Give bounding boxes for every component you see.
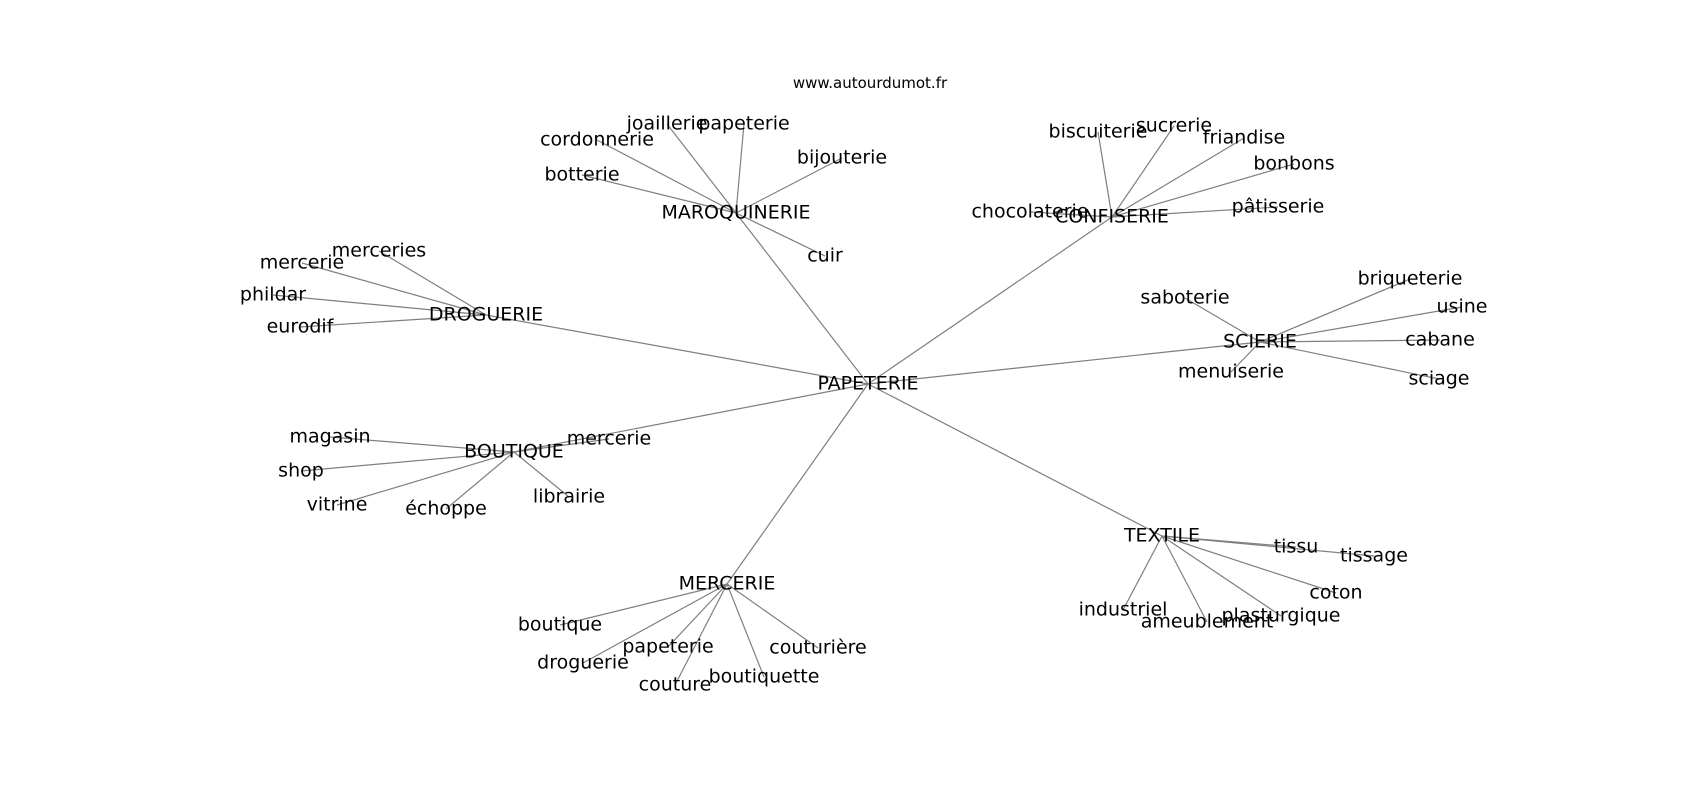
hub-node-boutique-hub: BOUTIQUE [464, 441, 564, 463]
hub-node-textile: TEXTILE [1123, 525, 1200, 547]
edge-papeterie-center-maroquinerie [735, 212, 869, 385]
leaf-node-joaillerie: joaillerie [626, 113, 708, 135]
edge-droguerie-phildar [272, 294, 487, 316]
edge-textile-industriel [1122, 535, 1163, 611]
leaf-node-botterie: botterie [544, 164, 619, 186]
edge-boutique-hub-magasin [329, 436, 515, 453]
edge-boutique-hub-vitrine [336, 451, 515, 506]
leaf-node-chocolaterie: chocolaterie [971, 201, 1088, 223]
leaf-node-mercerie-bout: mercerie [567, 428, 652, 450]
leaf-node-merceries: merceries [332, 240, 426, 262]
edge-maroquinerie-bijouterie [735, 157, 843, 214]
leaf-node-biscuiterie: biscuiterie [1049, 121, 1148, 143]
leaf-node-echoppe: échoppe [405, 498, 487, 520]
leaf-node-briqueterie: briqueterie [1358, 268, 1463, 290]
leaf-node-cabane: cabane [1405, 329, 1475, 351]
leaf-node-shop: shop [278, 460, 324, 482]
leaf-node-usine: usine [1437, 296, 1488, 318]
leaf-node-industriel: industriel [1079, 599, 1168, 621]
edge-scierie-saboterie [1184, 297, 1261, 343]
leaf-node-bijouterie: bijouterie [797, 147, 887, 169]
leaf-node-friandise: friandise [1203, 127, 1285, 149]
hub-node-papeterie-center: PAPETERIE [817, 373, 918, 395]
leaf-node-couturiere: couturière [769, 637, 866, 659]
leaf-node-saboterie: saboterie [1140, 287, 1229, 309]
leaf-node-eurodif: eurodif [267, 316, 335, 338]
edge-mercerie-hub-papeterie-merc [667, 583, 728, 648]
edge-droguerie-merceries [378, 250, 487, 316]
hub-node-droguerie: DROGUERIE [429, 304, 543, 326]
leaf-node-mercerie-drog: mercerie [260, 252, 345, 274]
edge-boutique-hub-librairie [513, 451, 570, 498]
leaf-node-papeterie-leaf: papeterie [698, 113, 789, 135]
leaf-node-boutique-leaf: boutique [518, 614, 602, 636]
hub-node-confiserie: CONFISERIE [1055, 206, 1169, 228]
leaf-node-bonbons: bonbons [1253, 153, 1334, 175]
edge-boutique-hub-mercerie-bout [513, 438, 610, 453]
leaf-node-tissage: tissage [1340, 545, 1408, 567]
leaf-node-coton: coton [1309, 582, 1362, 604]
edge-textile-coton [1161, 535, 1337, 594]
edge-textile-ameublement [1161, 535, 1208, 623]
edge-mercerie-hub-couture [674, 583, 728, 686]
edge-confiserie-patisserie [1111, 206, 1279, 218]
watermark: www.autourdumot.fr [792, 74, 948, 92]
leaf-node-cuir: cuir [807, 245, 843, 267]
edge-papeterie-center-mercerie-hub [726, 383, 869, 585]
edge-confiserie-chocolaterie [1029, 211, 1113, 218]
edge-confiserie-biscuiterie [1097, 131, 1113, 218]
leaf-node-magasin: magasin [289, 426, 370, 448]
leaf-node-plasturgique: plasturgique [1222, 605, 1341, 627]
edge-scierie-cabane [1259, 339, 1441, 343]
edge-mercerie-hub-couturiere [726, 583, 819, 649]
edge-boutique-hub-shop [300, 451, 515, 472]
leaf-node-droguerie-leaf: droguerie [537, 652, 629, 674]
edge-papeterie-center-boutique-hub [513, 383, 869, 453]
leaf-node-tissu: tissu [1274, 536, 1319, 558]
edge-scierie-sciage [1259, 341, 1440, 380]
edge-confiserie-sucrerie [1111, 125, 1175, 218]
edge-confiserie-friandise [1111, 137, 1245, 218]
edge-maroquinerie-botterie [581, 174, 737, 214]
edge-boutique-hub-echoppe [445, 451, 515, 510]
hub-node-maroquinerie: MAROQUINERIE [661, 202, 810, 224]
leaf-node-sucrerie: sucrerie [1136, 115, 1212, 137]
leaf-node-phildar: phildar [240, 284, 306, 306]
edge-scierie-briqueterie [1259, 278, 1411, 343]
edge-maroquinerie-cuir [735, 212, 826, 257]
edges-layer [272, 123, 1463, 686]
edge-maroquinerie-cordonnerie [596, 139, 737, 214]
hub-node-mercerie-hub: MERCERIE [679, 573, 776, 595]
leaf-node-menuiserie: menuiserie [1178, 361, 1284, 383]
leaf-node-ameublement: ameublement [1141, 611, 1274, 633]
leaf-node-couture: couture [639, 674, 712, 696]
edge-mercerie-hub-boutique-leaf [559, 583, 728, 626]
edge-droguerie-mercerie-drog [301, 262, 487, 316]
leaf-node-boutiquette: boutiquette [709, 666, 820, 688]
edge-mercerie-hub-droguerie-leaf [582, 583, 728, 664]
edge-papeterie-center-scierie [867, 341, 1261, 385]
edge-textile-plasturgique [1161, 535, 1282, 617]
leaf-node-cordonnerie: cordonnerie [540, 129, 654, 151]
edge-scierie-menuiserie [1230, 341, 1261, 373]
edge-papeterie-center-confiserie [867, 216, 1113, 385]
edge-maroquinerie-joaillerie [666, 123, 737, 214]
leaf-node-vitrine: vitrine [307, 494, 368, 516]
leaf-node-papeterie-merc: papeterie [622, 636, 713, 658]
leaf-node-sciage: sciage [1408, 368, 1469, 390]
leaf-node-librairie: librairie [533, 486, 605, 508]
leaf-node-patisserie: pâtisserie [1232, 196, 1325, 218]
edge-papeterie-center-textile [867, 383, 1163, 537]
edge-textile-tissage [1161, 535, 1375, 557]
edge-papeterie-center-droguerie [485, 314, 869, 385]
edge-maroquinerie-papeterie-leaf [735, 123, 745, 214]
edge-scierie-usine [1259, 306, 1463, 343]
edge-droguerie-eurodif [299, 314, 487, 328]
labels-layer: PAPETERIE MAROQUINERIE CONFISERIE DROGUERIE… [240, 113, 1488, 696]
edge-mercerie-hub-boutiquette [726, 583, 765, 678]
hub-node-scierie: SCIERIE [1223, 331, 1297, 353]
edge-confiserie-bonbons [1111, 163, 1295, 218]
